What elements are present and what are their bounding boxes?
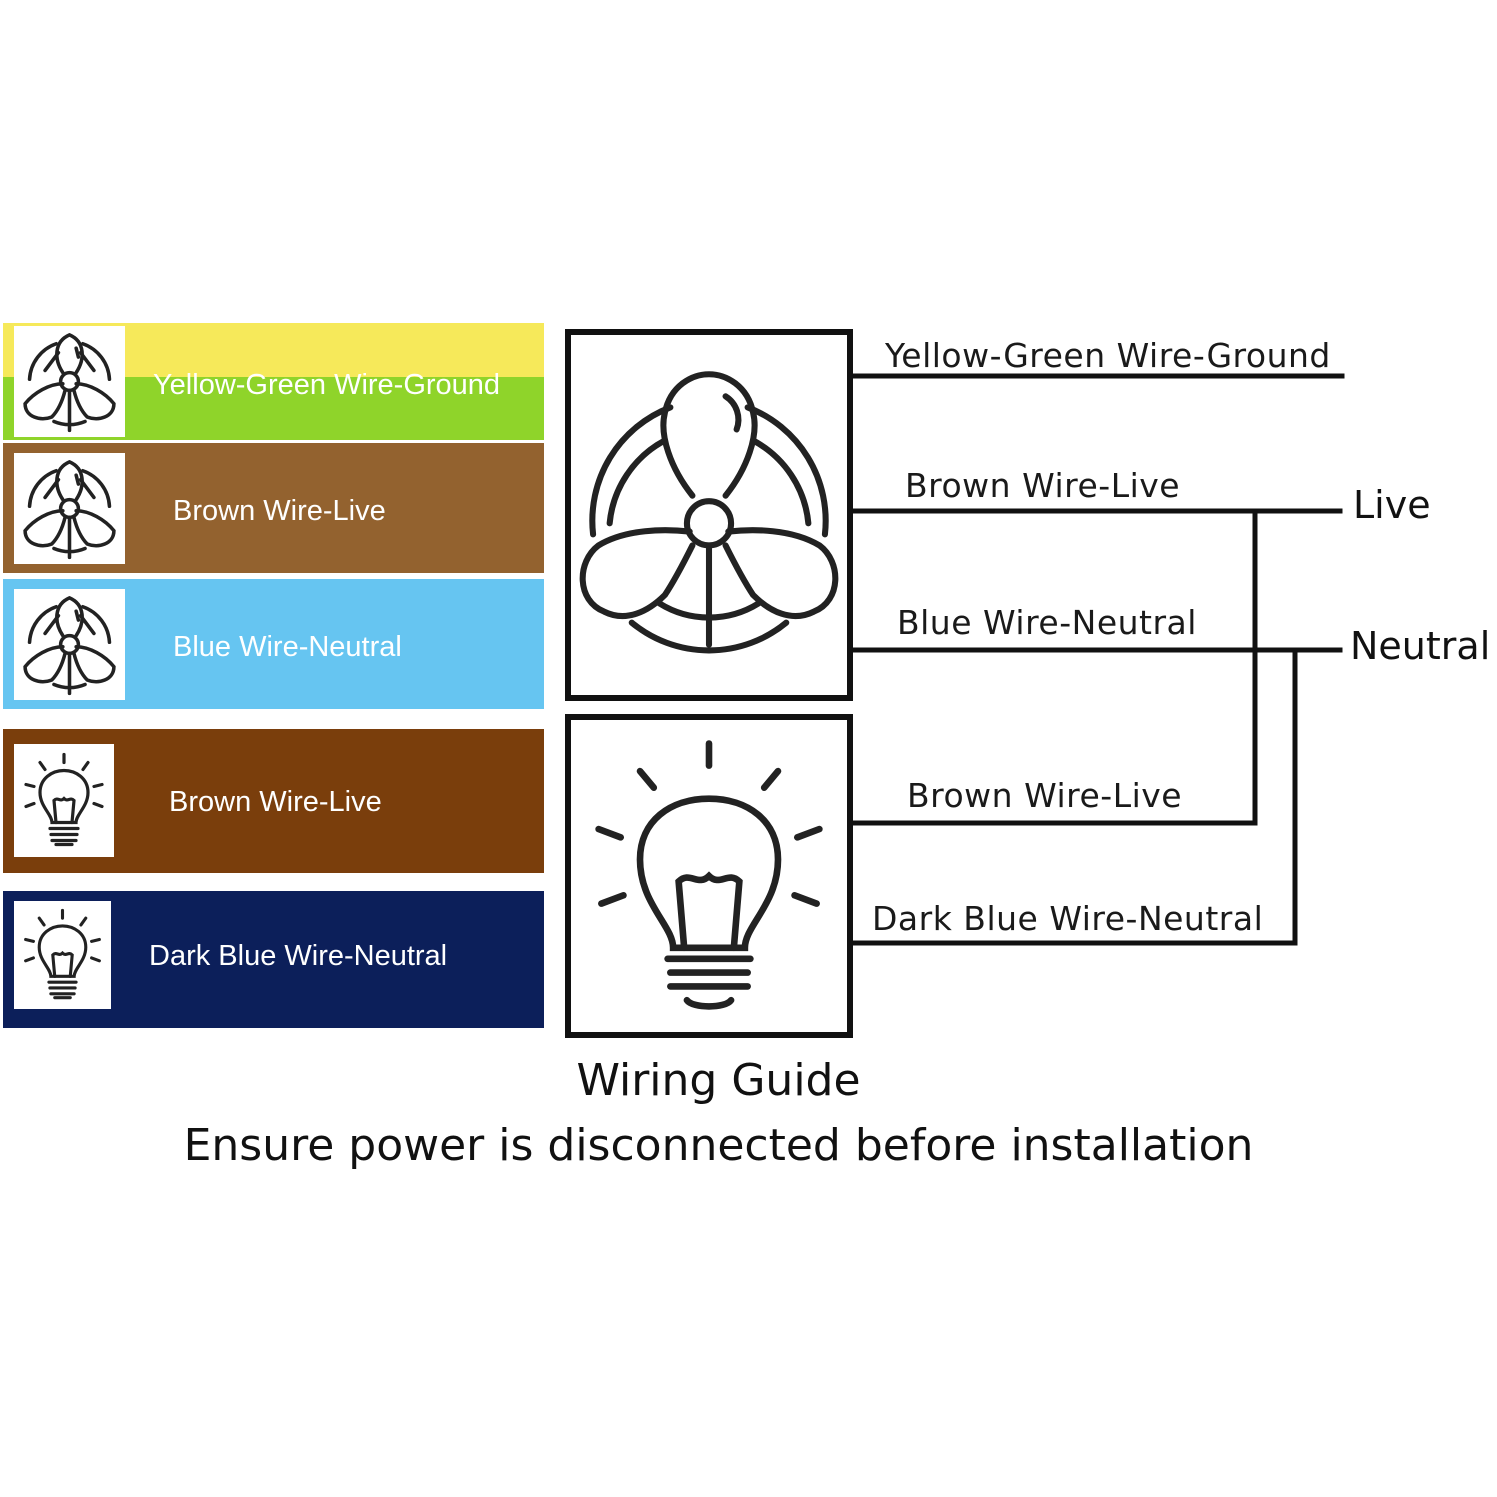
legend-label: Brown Wire-Live: [169, 786, 382, 818]
legend-row-brown-live-bulb: Brown Wire-Live: [3, 729, 544, 873]
fan-box: [565, 329, 853, 701]
fan-icon: [14, 589, 125, 700]
neutral-terminal-label: Neutral: [1350, 624, 1491, 668]
fan-neutral-wire-label: Blue Wire-Neutral: [897, 603, 1197, 642]
legend-label: Dark Blue Wire-Neutral: [149, 940, 448, 972]
legend-label: Yellow-Green Wire-Ground: [153, 369, 501, 401]
fan-icon: [14, 326, 125, 437]
fan-icon: [579, 371, 839, 654]
ground-wire-label: Yellow-Green Wire-Ground: [885, 336, 1331, 375]
bulb-icon: [14, 901, 111, 1009]
bulb-icon: [595, 740, 823, 1010]
live-terminal-label: Live: [1353, 483, 1431, 527]
fan-icon: [14, 453, 125, 564]
caption-warning: Ensure power is disconnected before inst…: [183, 1120, 1254, 1171]
bulb-box: [565, 714, 853, 1038]
caption-title: Wiring Guide: [576, 1055, 861, 1106]
bulb-neutral-wire-label: Dark Blue Wire-Neutral: [872, 899, 1264, 938]
bulb-icon: [14, 744, 114, 857]
legend-row-darkblue-neutral: Dark Blue Wire-Neutral: [3, 891, 544, 1028]
legend-row-brown-live: Brown Wire-Live: [3, 443, 544, 573]
bulb-live-wire-label: Brown Wire-Live: [907, 776, 1183, 815]
legend-label: Blue Wire-Neutral: [173, 631, 402, 663]
legend-row-blue-neutral: Blue Wire-Neutral: [3, 579, 544, 709]
fan-live-wire-label: Brown Wire-Live: [905, 466, 1181, 505]
legend-row-ground: Yellow-Green Wire-Ground: [3, 323, 544, 440]
legend-label: Brown Wire-Live: [173, 495, 386, 527]
